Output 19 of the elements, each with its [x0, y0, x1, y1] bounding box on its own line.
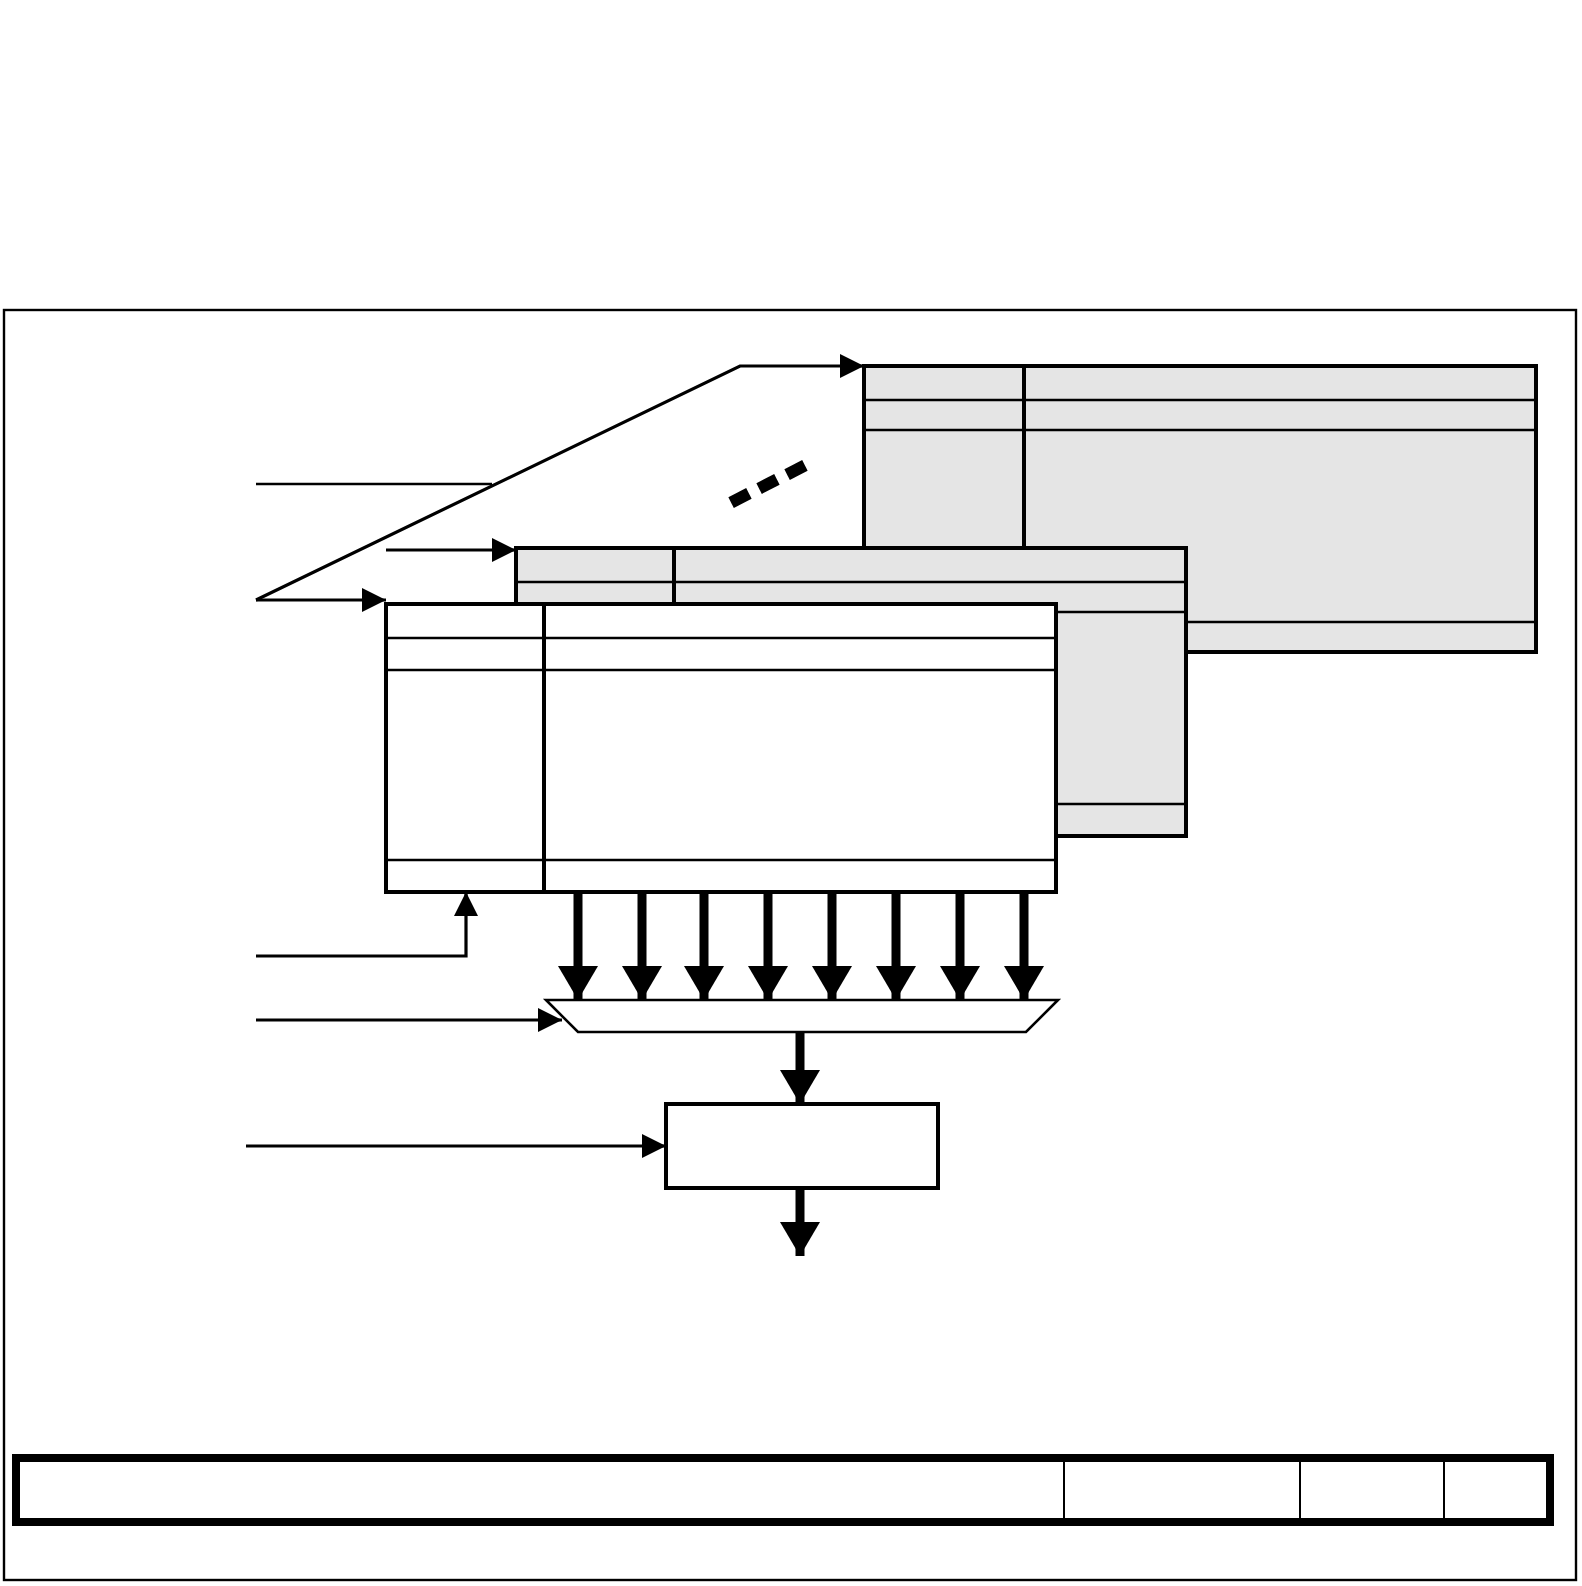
arrow	[876, 892, 916, 1000]
arrow	[255, 354, 864, 602]
arrow	[256, 892, 478, 958]
arrow	[780, 1188, 820, 1256]
table-block	[384, 602, 1058, 894]
arrow	[246, 1134, 666, 1158]
arrow	[780, 1032, 820, 1104]
arrow	[684, 892, 724, 1000]
arrow	[558, 892, 598, 1000]
arrow	[748, 892, 788, 1000]
arrow	[386, 538, 516, 562]
arrow	[256, 588, 386, 612]
arrow	[812, 892, 852, 1000]
arrow	[256, 1008, 562, 1032]
multiplexer-shape	[542, 998, 1062, 1034]
process-box	[664, 1102, 940, 1190]
arrow	[1004, 892, 1044, 1000]
arrow	[622, 892, 662, 1000]
arrow	[940, 892, 980, 1000]
